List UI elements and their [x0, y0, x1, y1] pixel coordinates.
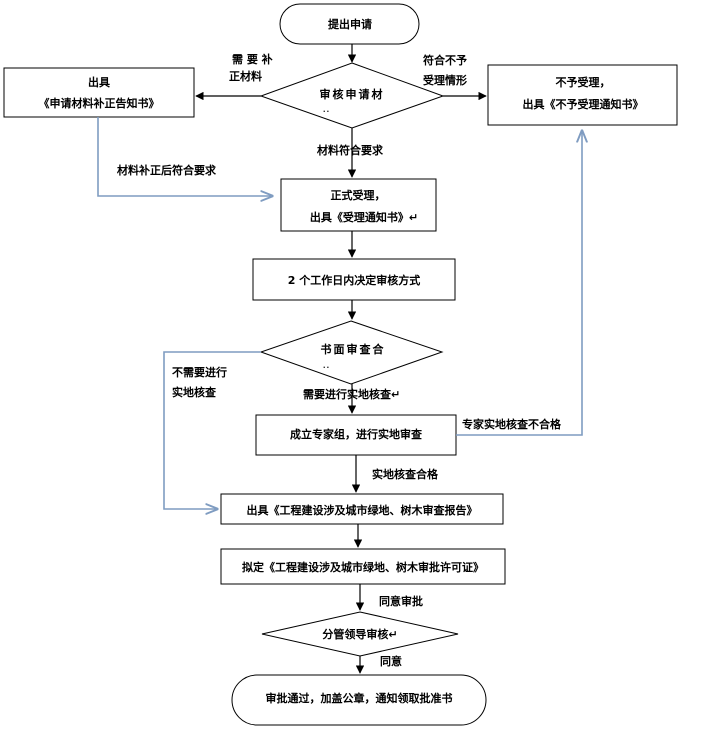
draft-permit-box — [220, 548, 506, 585]
rejection-box — [487, 64, 678, 126]
rejection-line1: 不予受理， — [556, 75, 611, 89]
edge-after-correction: 材料补正后符合要求 — [117, 163, 217, 177]
correction-notice-line1: 出具 — [88, 75, 110, 89]
accept-line2: 出具《受理通知书》↵ — [310, 210, 418, 224]
start-label: 提出申请 — [328, 17, 372, 31]
accept-box — [280, 178, 437, 232]
draft-permit-label: 拟定《工程建设涉及城市绿地、树木审批许可证》 — [242, 560, 484, 574]
correction-notice-line2: 《申请材料补正告知书》 — [39, 96, 160, 110]
edge-no-onsite-line1: 不需要进行 — [172, 365, 227, 379]
accept-line1: 正式受理， — [331, 188, 386, 202]
decide-method-box — [252, 258, 456, 301]
edge-no-onsite-line2: 实地核查 — [172, 385, 216, 399]
rejection-line2: 出具《不予受理通知书》 — [523, 97, 644, 111]
issue-report-box — [220, 493, 504, 525]
connector-expert-to-rejection — [456, 131, 582, 436]
connector-written-to-report — [163, 351, 261, 509]
end-node — [231, 674, 487, 726]
edge-expert-fail: 专家实地核查不合格 — [462, 417, 562, 431]
decide-method-label: 2 个工作日内决定审核方式 — [288, 273, 420, 287]
edge-not-accept-line2: 受理情形 — [423, 73, 467, 87]
review-materials-label: 审核申请材 — [320, 87, 385, 101]
issue-report-label: 出具《工程建设涉及城市绿地、树木审查报告》 — [247, 503, 478, 517]
correction-notice-box — [3, 67, 195, 118]
start-node — [279, 3, 420, 45]
edge-not-accept-line1: 符合不予 — [423, 53, 467, 67]
end-label: 审批通过，加盖公章，通知领取批准书 — [266, 691, 453, 705]
expert-team-box — [255, 414, 457, 456]
written-review-decision — [259, 320, 444, 385]
edge-materials-ok: 材料符合要求 — [317, 143, 384, 157]
edge-onsite-pass: 实地核查合格 — [372, 467, 439, 481]
edge-need-correction-line1: 需 要 补 — [232, 52, 273, 66]
leader-review-label: 分管领导审核↵ — [322, 627, 397, 641]
edge-need-onsite: 需要进行实地核查↵ — [303, 387, 400, 401]
expert-team-label: 成立专家组，进行实地审查 — [290, 427, 422, 441]
connector-correction-to-accept — [97, 117, 272, 196]
edge-agree: 同意 — [380, 654, 402, 668]
written-review-label: 书面审查合 — [321, 342, 386, 356]
edge-agree-approval: 同意审批 — [379, 594, 423, 608]
review-materials-tail: ‥ — [322, 102, 329, 115]
edge-need-correction-line2: 正材料 — [229, 69, 262, 83]
written-review-tail: ‥ — [322, 358, 329, 371]
